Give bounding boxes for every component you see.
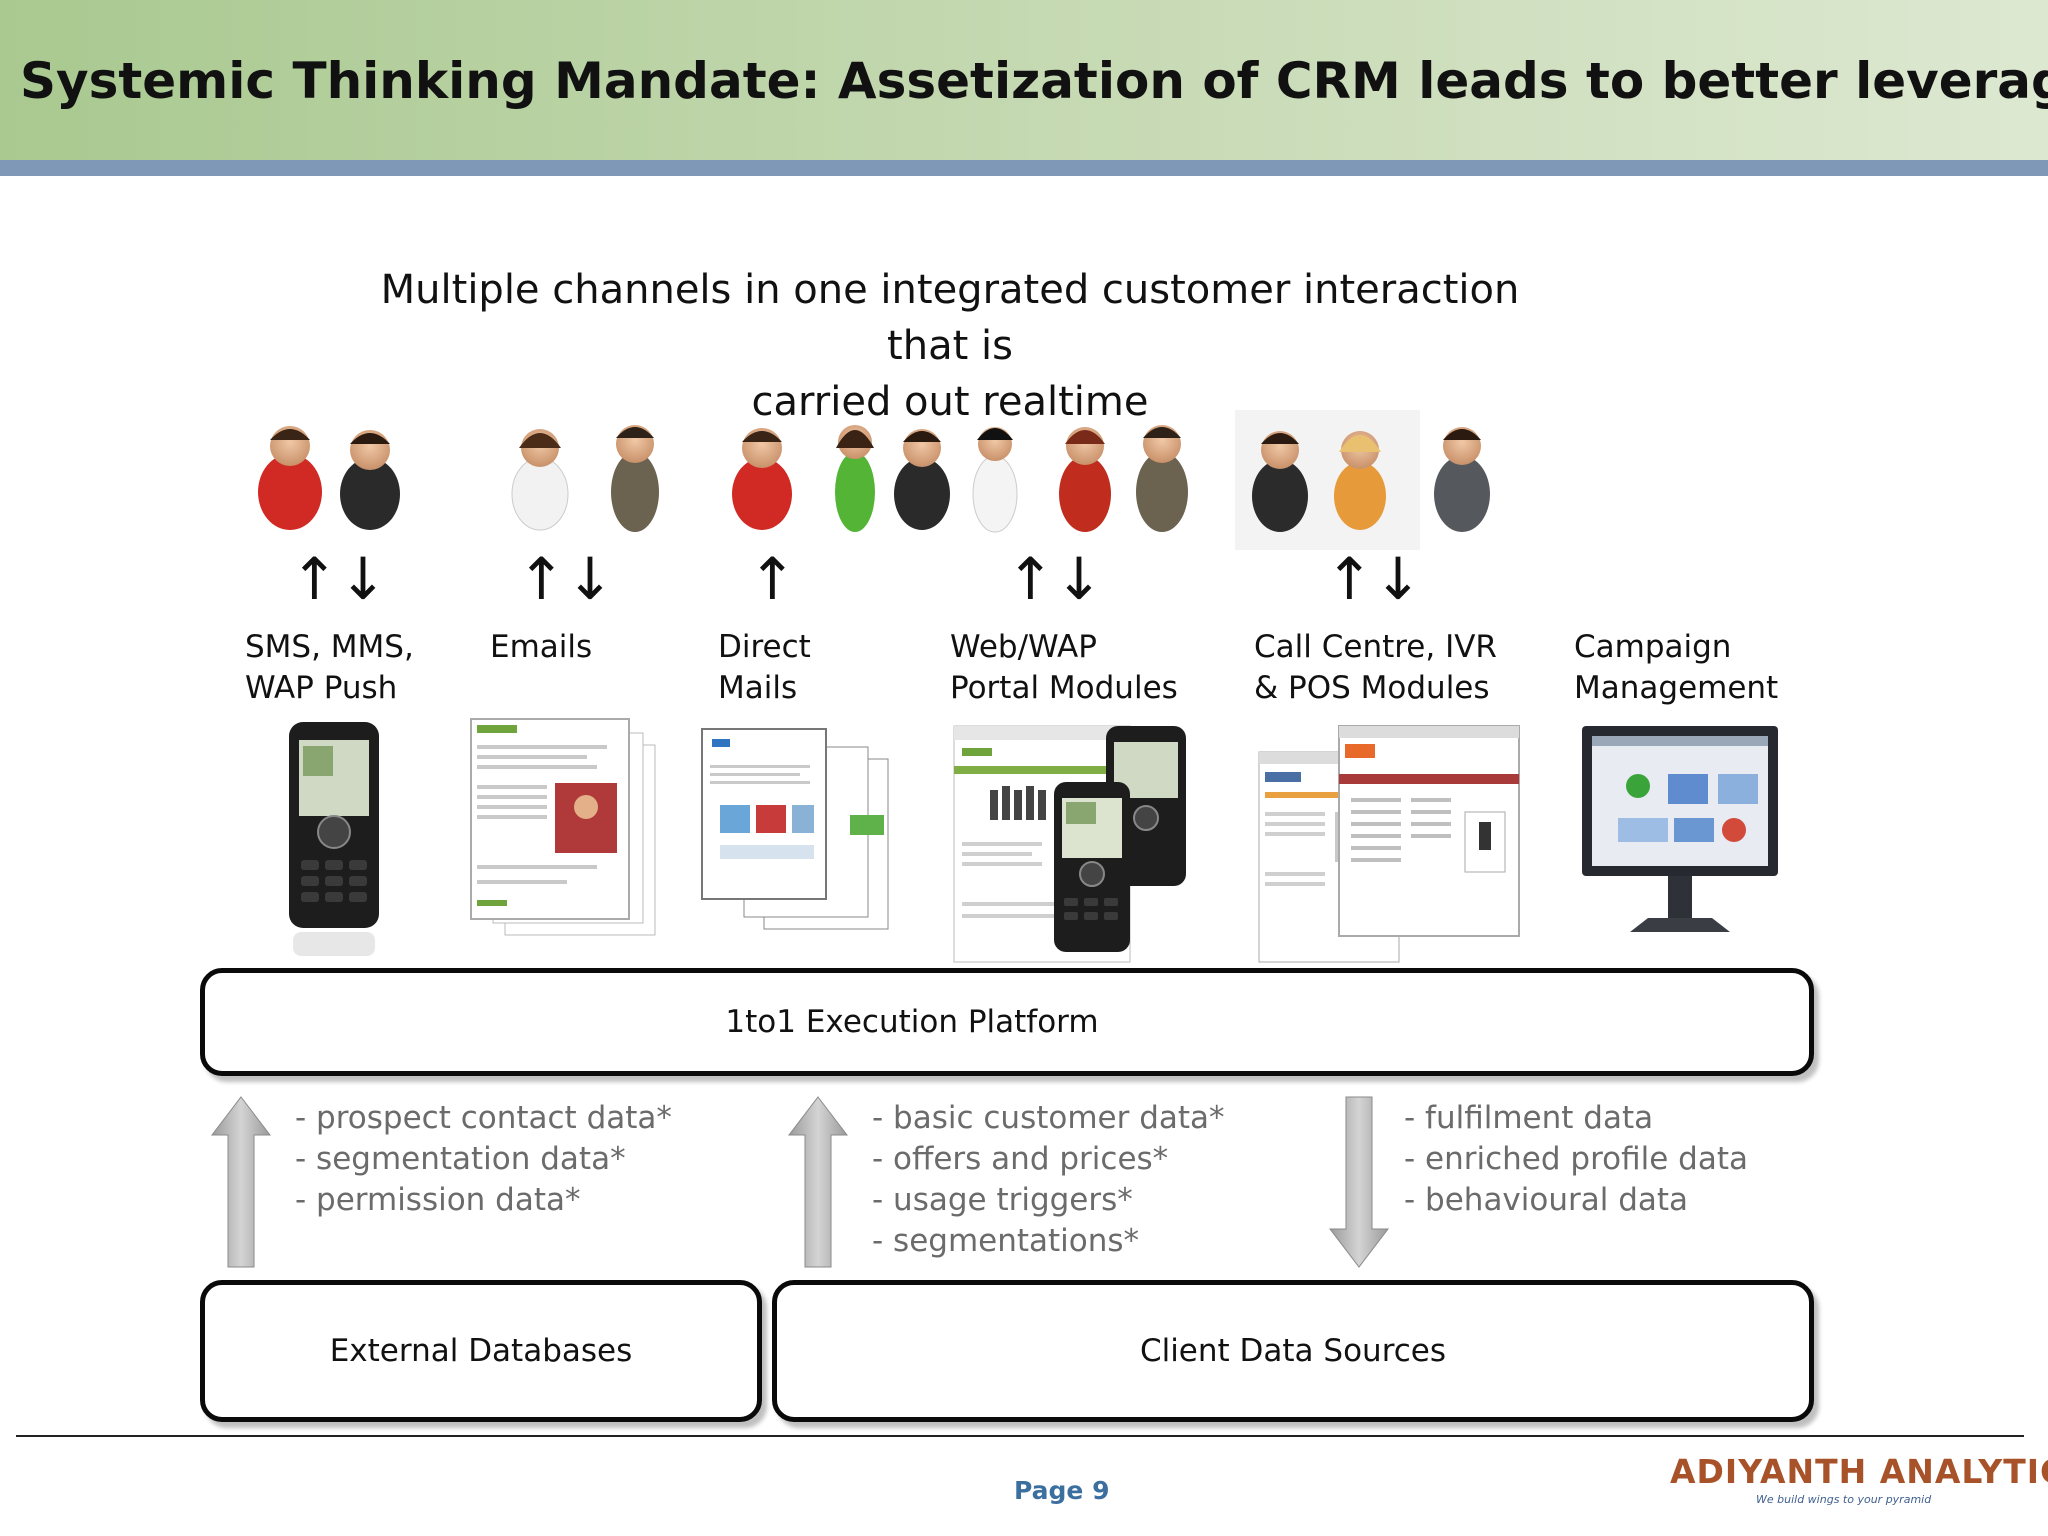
footer-divider [16,1435,2024,1437]
bidirectional-arrow-icon: ↑↓ [290,545,388,613]
campaign-monitor-illustration [1582,726,1778,932]
person-figure [732,428,792,530]
person-figure [835,425,875,532]
channel-label-sms: SMS, MMS, WAP Push [245,629,414,706]
channel-label-emails: Emails [490,629,593,665]
person-figure [1434,427,1490,532]
execution-platform-box: 1to1 Execution Platform [200,968,1814,1076]
bidirectional-arrow-icon: ↑↓ [1006,545,1104,613]
person-figure [1252,431,1308,532]
client-data-list: - basic customer data* - offers and pric… [872,1100,1225,1259]
person-figure [1059,427,1111,532]
bidirectional-arrow-icon: ↑↓ [517,545,615,613]
channel-label-direct-mails: Direct Mails [718,629,811,706]
header-divider-band [0,160,2048,176]
person-figure [1136,425,1188,532]
person-figure [611,425,659,532]
external-databases-label: External Databases [329,1333,633,1369]
customer-people-row [258,410,1490,550]
channel-label-call-centre: Call Centre, IVR & POS Modules [1254,629,1497,706]
channel-label-web-wap: Web/WAP Portal Modules [950,629,1178,706]
external-data-list: - prospect contact data* - segmentation … [295,1100,672,1218]
upload-arrow-icon [787,1096,849,1268]
bidirectional-arrow-icon: ↑↓ [1325,545,1423,613]
web-portal-illustration [953,725,1186,963]
person-figure [511,429,569,531]
subtitle-line-2: carried out realtime [751,379,1149,425]
external-databases-box: External Databases [200,1280,762,1422]
up-arrow-icon: ↑ [748,545,797,613]
email-pages-illustration [470,718,656,936]
person-figure [1334,431,1386,530]
person-figure [340,430,400,530]
diagram-subtitle: Multiple channels in one integrated cust… [340,262,1560,430]
mobile-phone-icon [289,722,379,956]
feedback-data-list: - fulfilment data - enriched profile dat… [1404,1100,1749,1218]
client-data-sources-box: Client Data Sources [772,1280,1814,1422]
page-title: Systemic Thinking Mandate: Assetization … [20,52,2048,110]
channel-label-campaign-management: Campaign Management [1574,629,1779,706]
upload-arrow-icon [210,1096,272,1268]
person-figure [972,427,1018,533]
company-logo: ADIYANTH ANALYTICS We build wings to you… [1670,1452,2048,1512]
person-figure [894,429,950,530]
header-bar: Systemic Thinking Mandate: Assetization … [0,0,2048,160]
direct-mail-pages-illustration [701,728,889,930]
person-figure [258,426,322,530]
download-arrow-icon [1328,1096,1390,1268]
execution-platform-label: 1to1 Execution Platform [725,1004,1099,1040]
call-centre-screens-illustration [1258,725,1520,963]
logo-name: ADIYANTH ANALYTICS [1670,1452,2048,1491]
client-data-sources-label: Client Data Sources [1139,1333,1447,1369]
page-number: Page 9 [1014,1476,1110,1505]
subtitle-line-1: Multiple channels in one integrated cust… [380,267,1520,369]
logo-tagline: We build wings to your pyramid [1756,1493,1932,1506]
